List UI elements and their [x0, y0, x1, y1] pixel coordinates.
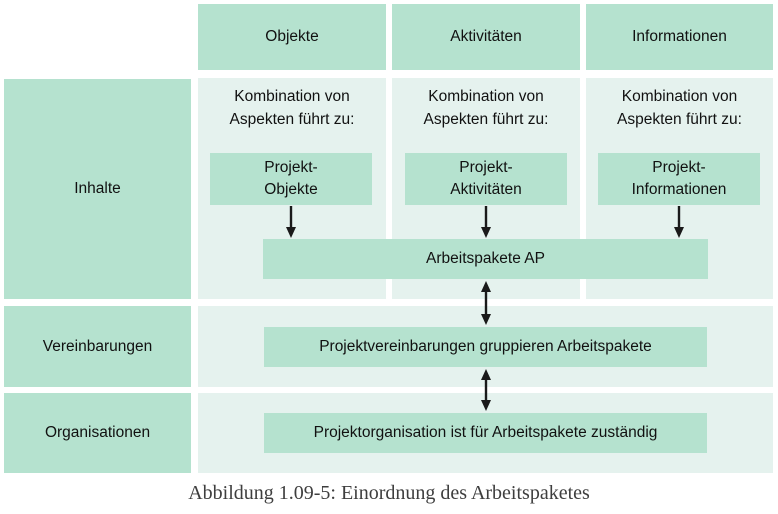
- column-header-objekte: Objekte: [198, 4, 386, 70]
- box-projektorganisation: Projektorganisation ist für Arbeitspaket…: [264, 413, 707, 453]
- arrow-down-objekte: [284, 206, 298, 238]
- note-kombination-aktivitaeten: Kombination von Aspekten führt zu:: [423, 88, 549, 128]
- arrow-down-aktivitaeten: [479, 206, 493, 238]
- arrow-down-informationen: [672, 206, 686, 238]
- box-projekt-informationen: Projekt- Informationen: [598, 153, 760, 205]
- box-projektvereinbarungen: Projektvereinbarungen gruppieren Arbeits…: [264, 327, 707, 367]
- box-projekt-aktivitaeten: Projekt- Aktivitäten: [405, 153, 567, 205]
- row-header-vereinbarungen: Vereinbarungen: [4, 306, 191, 387]
- column-header-aktivitaeten: Aktivitäten: [392, 4, 580, 70]
- note-kombination-objekte: Kombination von Aspekten führt zu:: [229, 88, 355, 128]
- row-header-inhalte: Inhalte: [4, 79, 191, 299]
- arrow-double-ap-vereinbarungen: [479, 281, 493, 325]
- arrow-double-vereinbarungen-organisation: [479, 369, 493, 411]
- column-header-informationen: Informationen: [586, 4, 773, 70]
- figure-caption: Abbildung 1.09-5: Einordnung des Arbeits…: [188, 482, 590, 504]
- row-header-organisationen: Organisationen: [4, 393, 191, 473]
- note-kombination-informationen: Kombination von Aspekten führt zu:: [617, 88, 742, 128]
- box-projekt-objekte: Projekt- Objekte: [210, 153, 372, 205]
- box-arbeitspakete-ap: Arbeitspakete AP: [263, 239, 708, 279]
